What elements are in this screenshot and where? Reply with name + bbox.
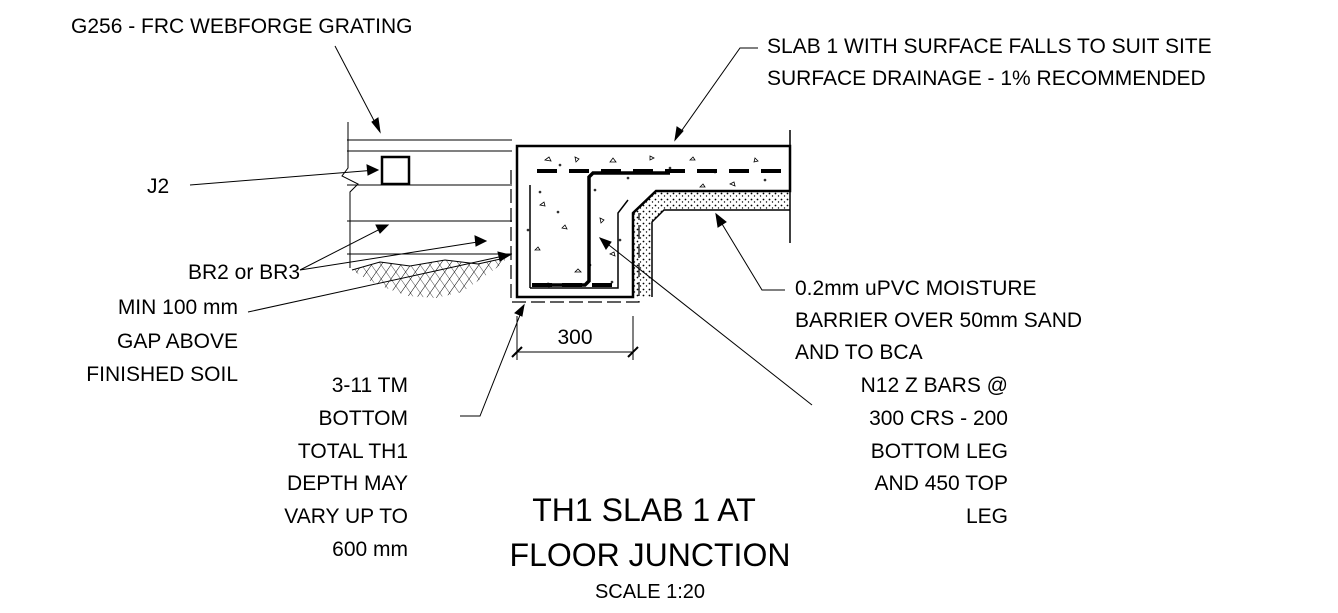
- label-tm-line3: TOTAL TH1: [298, 440, 408, 463]
- slab-section: [510, 130, 792, 303]
- label-slab-line2: SURFACE DRAINAGE - 1% RECOMMENDED: [767, 67, 1206, 90]
- title-line1: TH1 SLAB 1 AT: [532, 492, 756, 528]
- label-zbar-line2: 300 CRS - 200: [869, 407, 1008, 430]
- dimension-label: 300: [557, 326, 592, 349]
- label-membrane-line2: BARRIER OVER 50mm SAND: [795, 309, 1082, 332]
- label-zbar-line5: LEG: [966, 505, 1008, 528]
- title-scale: SCALE 1:20: [595, 581, 705, 603]
- label-grating: G256 - FRC WEBFORGE GRATING: [71, 15, 412, 38]
- leaders: [189, 45, 813, 417]
- label-zbar-line3: BOTTOM LEG: [871, 440, 1008, 463]
- label-j2: J2: [147, 175, 169, 198]
- label-tm-line2: BOTTOM: [319, 407, 408, 430]
- label-tm-line6: 600 mm: [332, 538, 408, 561]
- moisture-barrier-line: [510, 170, 640, 303]
- label-slab-line1: SLAB 1 WITH SURFACE FALLS TO SUIT SITE: [767, 35, 1212, 58]
- sand-bed-edge: [651, 209, 790, 297]
- label-zbar-line1: N12 Z BARS @: [861, 374, 1008, 397]
- label-gap-line2: GAP ABOVE: [117, 330, 238, 353]
- trench-ligature: [529, 185, 629, 289]
- label-membrane-line1: 0.2mm uPVC MOISTURE: [795, 277, 1037, 300]
- sand-bed: [633, 191, 790, 297]
- title-line2: FLOOR JUNCTION: [510, 537, 791, 573]
- label-tm-line1: 3-11 TM: [332, 374, 408, 397]
- label-zbar-line4: AND 450 TOP: [875, 472, 1008, 495]
- concrete-aggregate: [526, 155, 767, 288]
- timber-floor: [341, 122, 512, 268]
- label-tm-line4: DEPTH MAY: [287, 472, 408, 495]
- break-line: [341, 122, 359, 268]
- label-gap-line3: FINISHED SOIL: [86, 363, 238, 386]
- joist-j2-section: [380, 155, 411, 186]
- finished-soil: [351, 257, 506, 298]
- z-bar: [535, 171, 670, 287]
- label-gap-line1: MIN 100 mm: [118, 296, 238, 319]
- label-bearer: BR2 or BR3: [188, 261, 300, 284]
- label-tm-line5: VARY UP TO: [284, 505, 408, 528]
- label-membrane-line3: AND TO BCA: [795, 341, 923, 364]
- annotation-labels: G256 - FRC WEBFORGE GRATING SLAB 1 WITH …: [71, 15, 1212, 561]
- drawing-title: TH1 SLAB 1 AT FLOOR JUNCTION SCALE 1:20: [510, 492, 791, 603]
